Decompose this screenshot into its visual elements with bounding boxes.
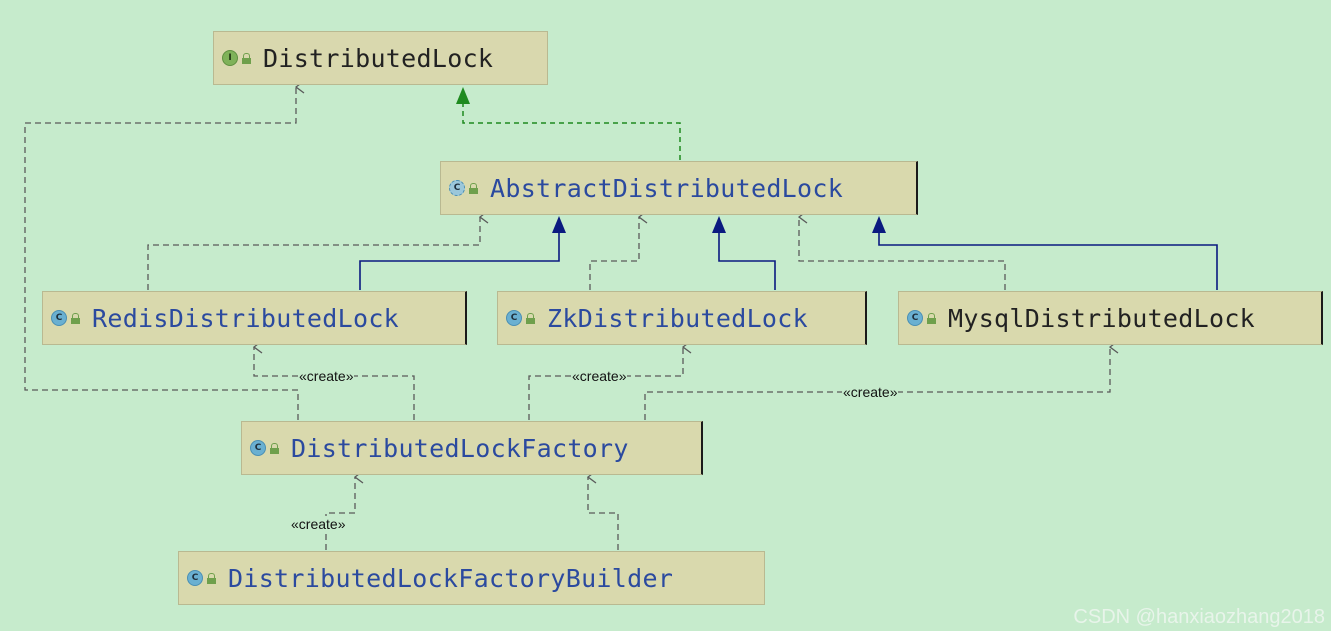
redis-extends-abstract-edge xyxy=(359,216,566,290)
node-distributed-lock[interactable]: I DistributedLock xyxy=(213,31,548,85)
node-label: DistributedLockFactoryBuilder xyxy=(228,563,674,593)
create-stereotype-label: «create» xyxy=(290,516,347,532)
node-label: DistributedLockFactory xyxy=(291,433,629,463)
node-distributed-lock-factory-builder[interactable]: C DistributedLockFactoryBuilder xyxy=(178,551,765,605)
create-stereotype-label: «create» xyxy=(571,368,628,384)
node-label: AbstractDistributedLock xyxy=(490,173,844,203)
factory-uses-distributedlock-edge xyxy=(24,87,298,420)
mysql-uses-abstract-edge xyxy=(799,217,1006,290)
node-redis-distributed-lock[interactable]: C RedisDistributedLock xyxy=(42,291,467,345)
class-icon: C xyxy=(51,310,67,326)
mysql-extends-abstract-edge xyxy=(872,216,1218,290)
builder-uses-factory-edge xyxy=(588,477,619,550)
lock-icon xyxy=(71,312,80,324)
class-icon: C xyxy=(907,310,923,326)
create-stereotype-label: «create» xyxy=(842,384,899,400)
lock-icon xyxy=(469,182,478,194)
node-label: MysqlDistributedLock xyxy=(948,303,1256,333)
redis-uses-abstract-edge xyxy=(147,217,480,290)
lock-icon xyxy=(526,312,535,324)
class-icon: C xyxy=(187,570,203,586)
node-abstract-distributed-lock[interactable]: C AbstractDistributedLock xyxy=(440,161,918,215)
builder-creates-factory-edge xyxy=(325,477,355,550)
lock-icon xyxy=(927,312,936,324)
lock-icon xyxy=(242,52,251,64)
class-icon: C xyxy=(250,440,266,456)
node-label: RedisDistributedLock xyxy=(92,303,400,333)
zk-uses-abstract-edge xyxy=(589,217,639,290)
watermark: CSDN @hanxiaozhang2018 xyxy=(1073,606,1325,628)
node-distributed-lock-factory[interactable]: C DistributedLockFactory xyxy=(241,421,703,475)
lock-icon xyxy=(270,442,279,454)
create-stereotype-label: «create» xyxy=(298,368,355,384)
class-icon: C xyxy=(506,310,522,326)
node-mysql-distributed-lock[interactable]: C MysqlDistributedLock xyxy=(898,291,1323,345)
node-label: ZkDistributedLock xyxy=(547,303,808,333)
interface-icon: I xyxy=(222,50,238,66)
lock-icon xyxy=(207,572,216,584)
abstract-class-icon: C xyxy=(449,180,465,196)
zk-extends-abstract-edge xyxy=(712,216,776,290)
implements-edge xyxy=(456,87,681,160)
node-label: DistributedLock xyxy=(263,43,494,73)
node-zk-distributed-lock[interactable]: C ZkDistributedLock xyxy=(497,291,867,345)
